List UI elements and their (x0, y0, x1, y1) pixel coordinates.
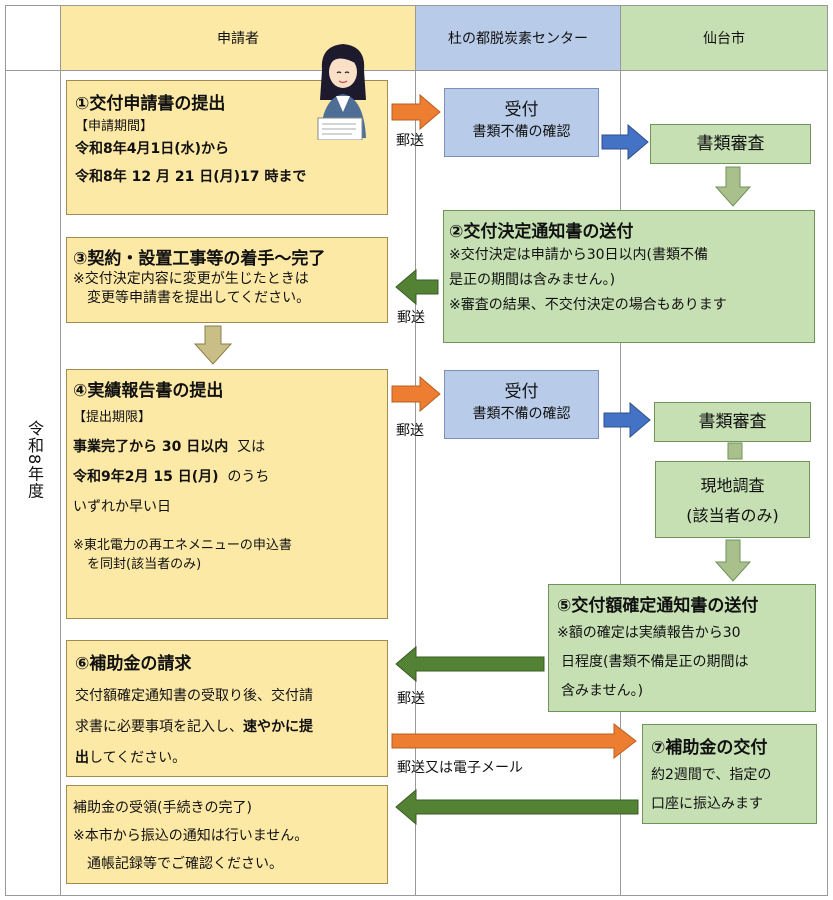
applicant-person-icon (317, 44, 366, 140)
step6-line2: 求書に必要事項を記入し、速やかに提 (75, 719, 313, 735)
final-line3: 通帳記録等でご確認ください。 (87, 856, 283, 872)
mail-or-email-label: 郵送又は電子メール (397, 760, 523, 776)
arrow-to-review-2 (603, 401, 651, 439)
step3-note2: 変更等申請書を提出してください。 (87, 290, 311, 306)
mail-label-2: 郵送 (397, 310, 425, 326)
step5-box: ⑤交付額確定通知書の送付 ※額の確定は実績報告から30 日程度(書類不備是正の期… (548, 584, 816, 712)
step4-note2: を同封(該当者のみ) (87, 557, 202, 572)
step5-note2: 日程度(書類不備是正の期間は (561, 654, 749, 670)
step1-title: ①交付申請書の提出 (75, 94, 226, 114)
reception2-box: 受付 書類不備の確認 (444, 370, 599, 439)
city-column (620, 70, 828, 896)
reception2-title: 受付 (504, 382, 539, 402)
arrow-down-review1 (714, 166, 752, 207)
header-corner (5, 5, 61, 71)
step6-line1: 交付額確定通知書の受取り後、交付請 (75, 688, 313, 704)
step2-note3: ※審査の結果、不交付決定の場合もあります (449, 297, 727, 313)
mail-label-3: 郵送 (396, 423, 424, 439)
step4-line3: いずれか早い日 (73, 499, 171, 515)
step6-box: ⑥補助金の請求 交付額確定通知書の受取り後、交付請 求書に必要事項を記入し、速や… (66, 640, 388, 777)
step7-line2: 口座に振込みます (651, 796, 763, 812)
arrow-down-survey (714, 539, 752, 582)
reception2-sub: 書類不備の確認 (472, 406, 571, 422)
arrow-submit-1 (391, 93, 441, 131)
step2-box: ②交付決定通知書の送付 ※交付決定は申請から30日以内(書類不備 是正の期間は含… (443, 210, 815, 343)
step2-note1: ※交付決定は申請から30日以内(書類不備 (449, 247, 709, 263)
site-survey-box: 現地調査 (該当者のみ) (655, 461, 810, 538)
arrow-notice-5 (395, 645, 545, 683)
final-line2: ※本市から振込の通知は行いません。 (73, 828, 309, 844)
fiscal-year-label: 令和8年度 (25, 420, 44, 500)
step1-from: 令和8年4月1日(水)から (75, 141, 230, 157)
review1-box: 書類審査 (650, 124, 811, 164)
arrow-notice-2 (395, 268, 439, 306)
site-survey-sub: (該当者のみ) (686, 506, 779, 525)
step4-deadline-label: 【提出期限】 (73, 410, 152, 425)
review2-box: 書類審査 (654, 402, 811, 442)
arrow-submit-6 (391, 722, 637, 760)
arrow-down-step3 (193, 325, 233, 365)
step2-note2: 是正の期間は含みません。) (449, 272, 616, 288)
step3-note1: ※交付決定内容に変更が生じたときは (73, 271, 309, 287)
step4-line1: 事業完了から 30 日以内 又は (73, 439, 266, 455)
step7-line1: 約2週間で、指定の (651, 767, 772, 783)
step6-line3: 出してください。 (75, 750, 187, 766)
reception1-title: 受付 (504, 100, 539, 120)
step7-title: ⑦補助金の交付 (651, 738, 768, 758)
step7-box: ⑦補助金の交付 約2週間で、指定の 口座に振込みます (642, 724, 817, 824)
step3-title: ③契約・設置工事等の着手～完了 (73, 249, 326, 269)
step5-title: ⑤交付額確定通知書の送付 (557, 596, 759, 616)
step1-until: 令和8年 12 月 21 日(月)17 時まで (75, 169, 307, 185)
arrow-to-review-1 (601, 123, 649, 161)
mail-label-1: 郵送 (396, 133, 424, 149)
final-line1: 補助金の受領(手続きの完了) (73, 800, 252, 816)
step6-title: ⑥補助金の請求 (75, 654, 192, 674)
step4-title: ④実績報告書の提出 (73, 381, 224, 401)
reception1-box: 受付 書類不備の確認 (444, 88, 599, 157)
arrow-submit-4 (391, 375, 441, 413)
arrow-payment-7 (395, 788, 639, 826)
reception1-sub: 書類不備の確認 (472, 124, 571, 140)
header-applicant: 申請者 (60, 5, 416, 71)
mail-label-4: 郵送 (397, 691, 425, 707)
step5-note3: 含みません。) (561, 683, 644, 699)
step3-box: ③契約・設置工事等の着手～完了 ※交付決定内容に変更が生じたときは 変更等申請書… (66, 237, 388, 323)
step4-note1: ※東北電力の再エネメニューの申込書 (73, 538, 292, 553)
site-survey-title: 現地調査 (700, 476, 765, 495)
arrow-down-review2 (727, 442, 743, 460)
step2-title: ②交付決定通知書の送付 (449, 222, 634, 242)
step4-line2: 令和9年2月 15 日(月) のうち (73, 469, 270, 485)
step5-note1: ※額の確定は実績報告から30 (557, 625, 741, 641)
step1-period-label: 【申請期間】 (75, 119, 154, 134)
final-box: 補助金の受領(手続きの完了) ※本市から振込の通知は行いません。 通帳記録等でご… (66, 785, 388, 884)
step4-box: ④実績報告書の提出 【提出期限】 事業完了から 30 日以内 又は 令和9年2月… (66, 369, 388, 619)
